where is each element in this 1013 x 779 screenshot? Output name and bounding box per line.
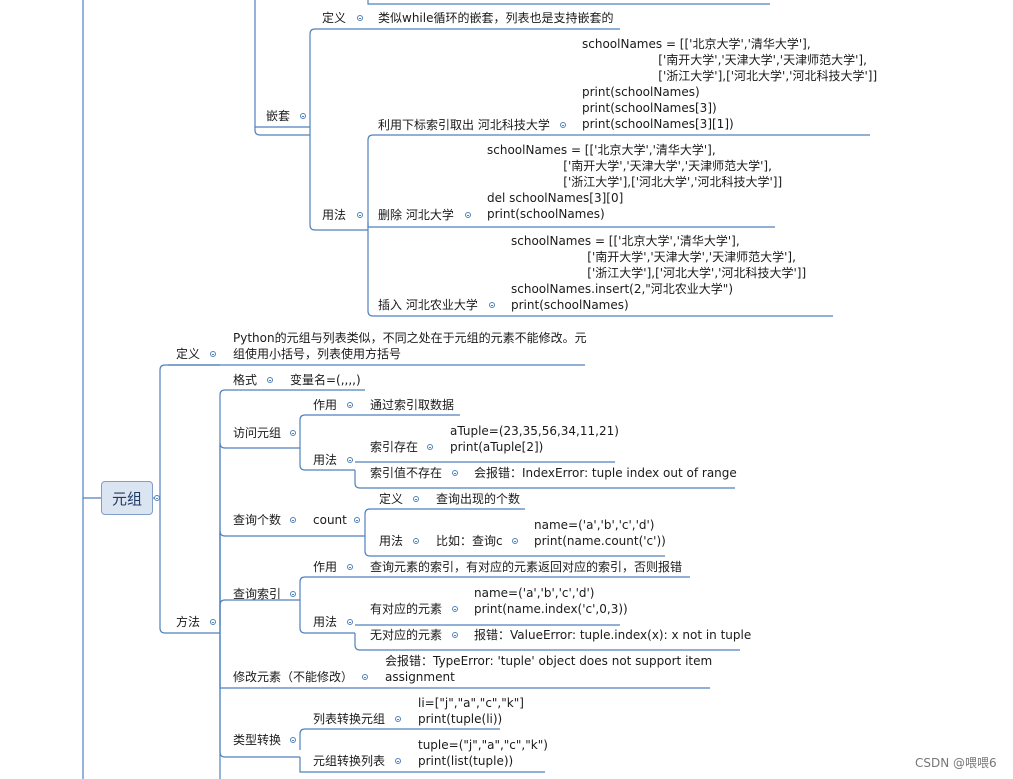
collapse-toggle-icon[interactable] (357, 15, 363, 21)
access-missing-text: 会报错：IndexError: tuple index out of range (474, 466, 737, 480)
nesting-delete-code: schoolNames = [['北京大学','清华大学'], ['南开大学',… (487, 143, 783, 221)
modify-label[interactable]: 修改元素（不能修改） (233, 670, 354, 684)
index-found-code: name=('a','b','c','d') print(name.index(… (474, 586, 628, 616)
access-usage-label[interactable]: 用法 (313, 453, 338, 467)
count-usage-code: name=('a','b','c','d') print(name.count(… (534, 518, 666, 548)
collapse-toggle-icon[interactable] (347, 402, 353, 408)
nesting-definition-text: 类似while循环的嵌套，列表也是支持嵌套的 (378, 11, 614, 25)
modify-text: 会报错：TypeError: 'tuple' object does not s… (385, 654, 713, 684)
collapse-toggle-icon[interactable] (465, 212, 471, 218)
index-usage-label[interactable]: 用法 (313, 615, 338, 629)
count-method[interactable]: count (313, 513, 347, 527)
index-found-label[interactable]: 有对应的元素 (370, 602, 443, 616)
collapse-toggle-icon[interactable] (512, 538, 518, 544)
access-label[interactable]: 访问元组 (233, 426, 282, 440)
collapse-toggle-icon[interactable] (210, 619, 216, 625)
nesting-insert-code: schoolNames = [['北京大学','清华大学'], ['南开大学',… (511, 234, 807, 312)
count-usage-example[interactable]: 比如：查询c (436, 534, 503, 548)
format-label[interactable]: 格式 (233, 373, 258, 387)
access-exists-code: aTuple=(23,35,56,34,11,21) print(aTuple[… (450, 424, 619, 454)
collapse-toggle-icon[interactable] (395, 758, 401, 764)
collapse-toggle-icon[interactable] (267, 377, 273, 383)
collapse-toggle-icon[interactable] (452, 470, 458, 476)
collapse-toggle-icon[interactable] (354, 517, 360, 523)
collapse-toggle-icon[interactable] (290, 517, 296, 523)
collapse-toggle-icon[interactable] (347, 457, 353, 463)
watermark: CSDN @喂喂6 (915, 756, 997, 770)
collapse-toggle-icon[interactable] (357, 212, 363, 218)
collapse-toggle-icon[interactable] (427, 444, 433, 450)
count-label[interactable]: 查询个数 (233, 513, 282, 527)
count-definition-text: 查询出现的个数 (436, 492, 521, 506)
collapse-toggle-icon[interactable] (290, 737, 296, 743)
tuple-to-list-label[interactable]: 元组转换列表 (313, 754, 386, 768)
count-usage-label[interactable]: 用法 (379, 534, 404, 548)
collapse-toggle-icon[interactable] (560, 122, 566, 128)
index-label[interactable]: 查询索引 (233, 587, 282, 601)
nesting-usage-label[interactable]: 用法 (322, 208, 347, 222)
collapse-toggle-icon[interactable] (290, 430, 296, 436)
access-purpose-label[interactable]: 作用 (313, 398, 338, 412)
index-notfound-label[interactable]: 无对应的元素 (370, 628, 443, 642)
list-to-tuple-code: li=["j","a","c","k"] print(tuple(li)) (418, 696, 524, 726)
collapse-toggle-icon[interactable] (154, 495, 160, 501)
collapse-toggle-icon[interactable] (210, 351, 216, 357)
collapse-toggle-icon[interactable] (362, 674, 368, 680)
collapse-toggle-icon[interactable] (452, 606, 458, 612)
nesting-branch (254, 0, 310, 136)
collapse-toggle-icon[interactable] (413, 496, 419, 502)
collapse-toggle-icon[interactable] (290, 591, 296, 597)
collapse-toggle-icon[interactable] (489, 302, 495, 308)
nesting-label[interactable]: 嵌套 (266, 109, 291, 123)
nesting-index-code: schoolNames = [['北京大学','清华大学'], ['南开大学',… (582, 37, 878, 131)
collapse-toggle-icon[interactable] (452, 632, 458, 638)
collapse-toggle-icon[interactable] (395, 716, 401, 722)
access-exists-label[interactable]: 索引存在 (370, 440, 419, 454)
tuple-definition-label[interactable]: 定义 (176, 347, 201, 361)
collapse-toggle-icon[interactable] (347, 619, 353, 625)
index-notfound-text: 报错：ValueError: tuple.index(x): x not in … (474, 628, 752, 642)
methods-label[interactable]: 方法 (176, 615, 201, 629)
tuple-to-list-code: tuple=("j","a","c","k") print(list(tuple… (418, 738, 548, 768)
root-label: 元组 (111, 489, 142, 508)
access-purpose-text: 通过索引取数据 (370, 398, 455, 412)
collapse-toggle-icon[interactable] (413, 538, 419, 544)
index-purpose-label[interactable]: 作用 (313, 560, 338, 574)
count-definition-label[interactable]: 定义 (379, 492, 404, 506)
nesting-insert-label[interactable]: 插入 河北农业大学 (378, 298, 478, 312)
nesting-definition-label[interactable]: 定义 (322, 11, 347, 25)
collapse-toggle-icon[interactable] (347, 564, 353, 570)
convert-label[interactable]: 类型转换 (233, 733, 282, 747)
nesting-delete-label[interactable]: 删除 河北大学 (378, 208, 454, 222)
nesting-index-label[interactable]: 利用下标索引取出 河北科技大学 (378, 118, 550, 132)
tuple-definition-text: Python的元组与列表类似，不同之处在于元组的元素不能修改。元 组使用小括号，… (233, 331, 587, 361)
list-to-tuple-label[interactable]: 列表转换元组 (313, 712, 386, 726)
index-purpose-text: 查询元素的索引，有对应的元素返回对应的索引，否则报错 (370, 560, 683, 574)
format-text: 变量名=(,,,,) (290, 373, 361, 387)
collapse-toggle-icon[interactable] (300, 113, 306, 119)
root-node[interactable]: 元组 (101, 481, 153, 515)
access-missing-label[interactable]: 索引值不存在 (370, 466, 443, 480)
